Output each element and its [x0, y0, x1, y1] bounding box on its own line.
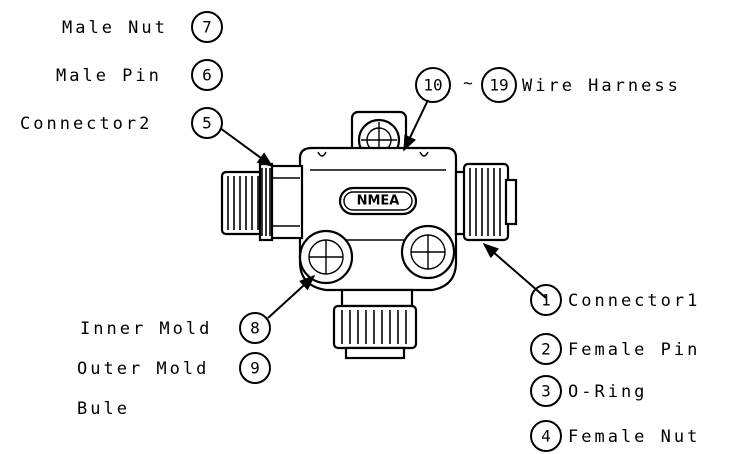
tee-body-drawing: NMEA: [220, 110, 518, 360]
balloon-circle: [530, 284, 562, 316]
callout-2: 2 Female Pin: [530, 333, 700, 365]
bottom-nut-knurl: [341, 310, 407, 344]
balloon-number: 3: [541, 382, 551, 401]
callout-6: Male Pin 6: [56, 59, 223, 91]
balloon-circle: [530, 420, 562, 452]
part-label: Outer Mold: [77, 359, 209, 379]
balloon-circle: [530, 333, 562, 365]
balloon-number: 8: [250, 319, 260, 338]
part-label: Connector1: [568, 291, 700, 311]
callout-5: Connector2 5: [20, 107, 223, 139]
outer-mold-color-label: Bule: [77, 399, 130, 419]
part-label: O-Ring: [568, 382, 647, 402]
nmea-badge-text: NMEA: [357, 194, 400, 209]
range-symbol: ~: [463, 74, 473, 93]
part-label: Wire Harness: [522, 76, 681, 96]
callout-7: Male Nut 7: [62, 11, 223, 43]
part-label: Male Nut: [62, 18, 168, 38]
balloon-circle: [530, 375, 562, 407]
balloon-circle: [239, 352, 271, 384]
balloon-number: 1: [541, 291, 551, 310]
callout-1: 1 Connector1: [530, 284, 700, 316]
balloon-number: 19: [489, 76, 508, 95]
balloon-circle: [239, 312, 271, 344]
balloon-number: 4: [541, 427, 551, 446]
part-label: Male Pin: [56, 66, 162, 86]
balloon-number: 10: [423, 76, 442, 95]
callout-3: 3 O-Ring: [530, 375, 647, 407]
balloon-number: 9: [250, 359, 260, 378]
part-label: Connector2: [20, 114, 152, 134]
part-label: Female Nut: [568, 427, 700, 447]
balloon-circle: [191, 59, 223, 91]
balloon-circle: [415, 67, 451, 103]
balloon-number: 5: [202, 114, 212, 133]
balloon-number: 6: [202, 66, 212, 85]
callout-8: Inner Mold 8: [80, 312, 271, 344]
part-label: Inner Mold: [80, 319, 212, 339]
balloon-number: 2: [541, 340, 551, 359]
callout-4: 4 Female Nut: [530, 420, 700, 452]
balloon-number: 7: [202, 18, 212, 37]
part-label: Female Pin: [568, 340, 700, 360]
male-nut-knurl: [261, 168, 271, 236]
male-thread-hatching: [227, 176, 265, 230]
female-nut-knurl: [469, 168, 501, 236]
balloon-circle: [191, 107, 223, 139]
callout-10-19: 10 ~ 19 Wire Harness: [415, 67, 681, 103]
callout-9: Outer Mold 9 Bule: [77, 352, 271, 419]
balloon-circle: [191, 11, 223, 43]
balloon-circle: [481, 67, 517, 103]
